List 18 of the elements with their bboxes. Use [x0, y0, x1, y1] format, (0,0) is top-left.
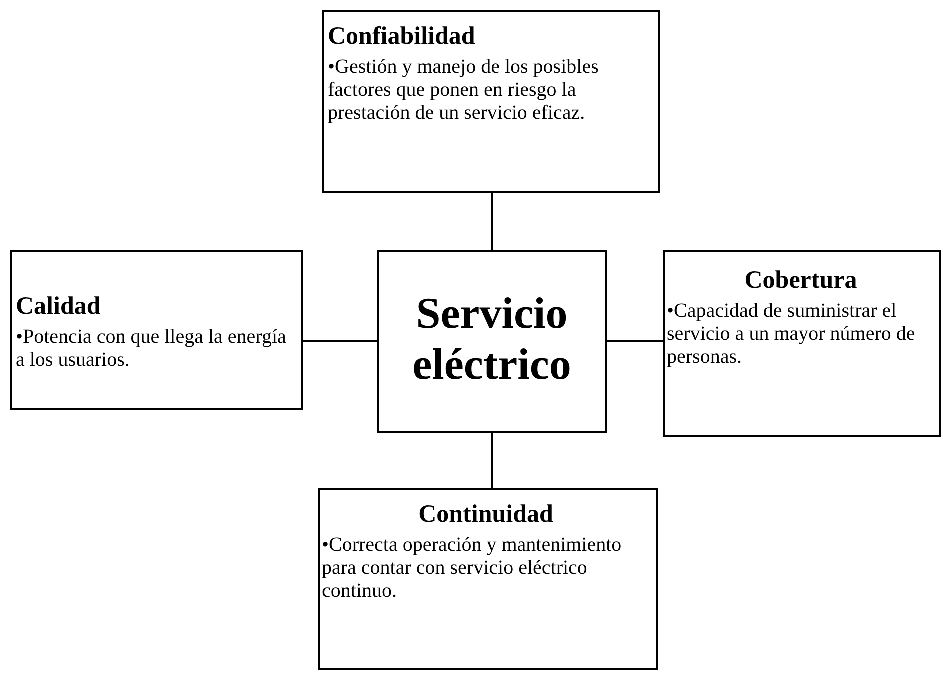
concept-box — [322, 10, 660, 193]
box-heading: Servicio eléctrico — [412, 288, 572, 390]
box-heading: Calidad — [16, 292, 102, 322]
bullet-text: •Gestión y manejo de los posibles factores que ponen en riesgo la prestación de un servicio eficaz. — [328, 56, 600, 125]
central-concept-box — [377, 250, 607, 433]
connector-line — [491, 433, 493, 488]
bullet-text: •Correcta operación y mantenimiento para contar con servicio eléctrico continuo. — [322, 534, 623, 603]
bullet-text: •Capacidad de suministrar el servicio a un mayor número de personas. — [667, 300, 916, 369]
box-heading: Confiabilidad — [328, 22, 476, 52]
bullet-text: •Potencia con que llega la energía a los usuarios. — [16, 326, 288, 372]
box-heading: Continuidad — [418, 500, 554, 530]
connector-line — [303, 340, 377, 342]
box-heading: Cobertura — [744, 266, 858, 296]
connector-line — [491, 193, 493, 250]
concept-box — [318, 488, 658, 670]
concept-box — [663, 250, 941, 437]
connector-line — [607, 340, 663, 342]
concept-box — [10, 250, 303, 410]
